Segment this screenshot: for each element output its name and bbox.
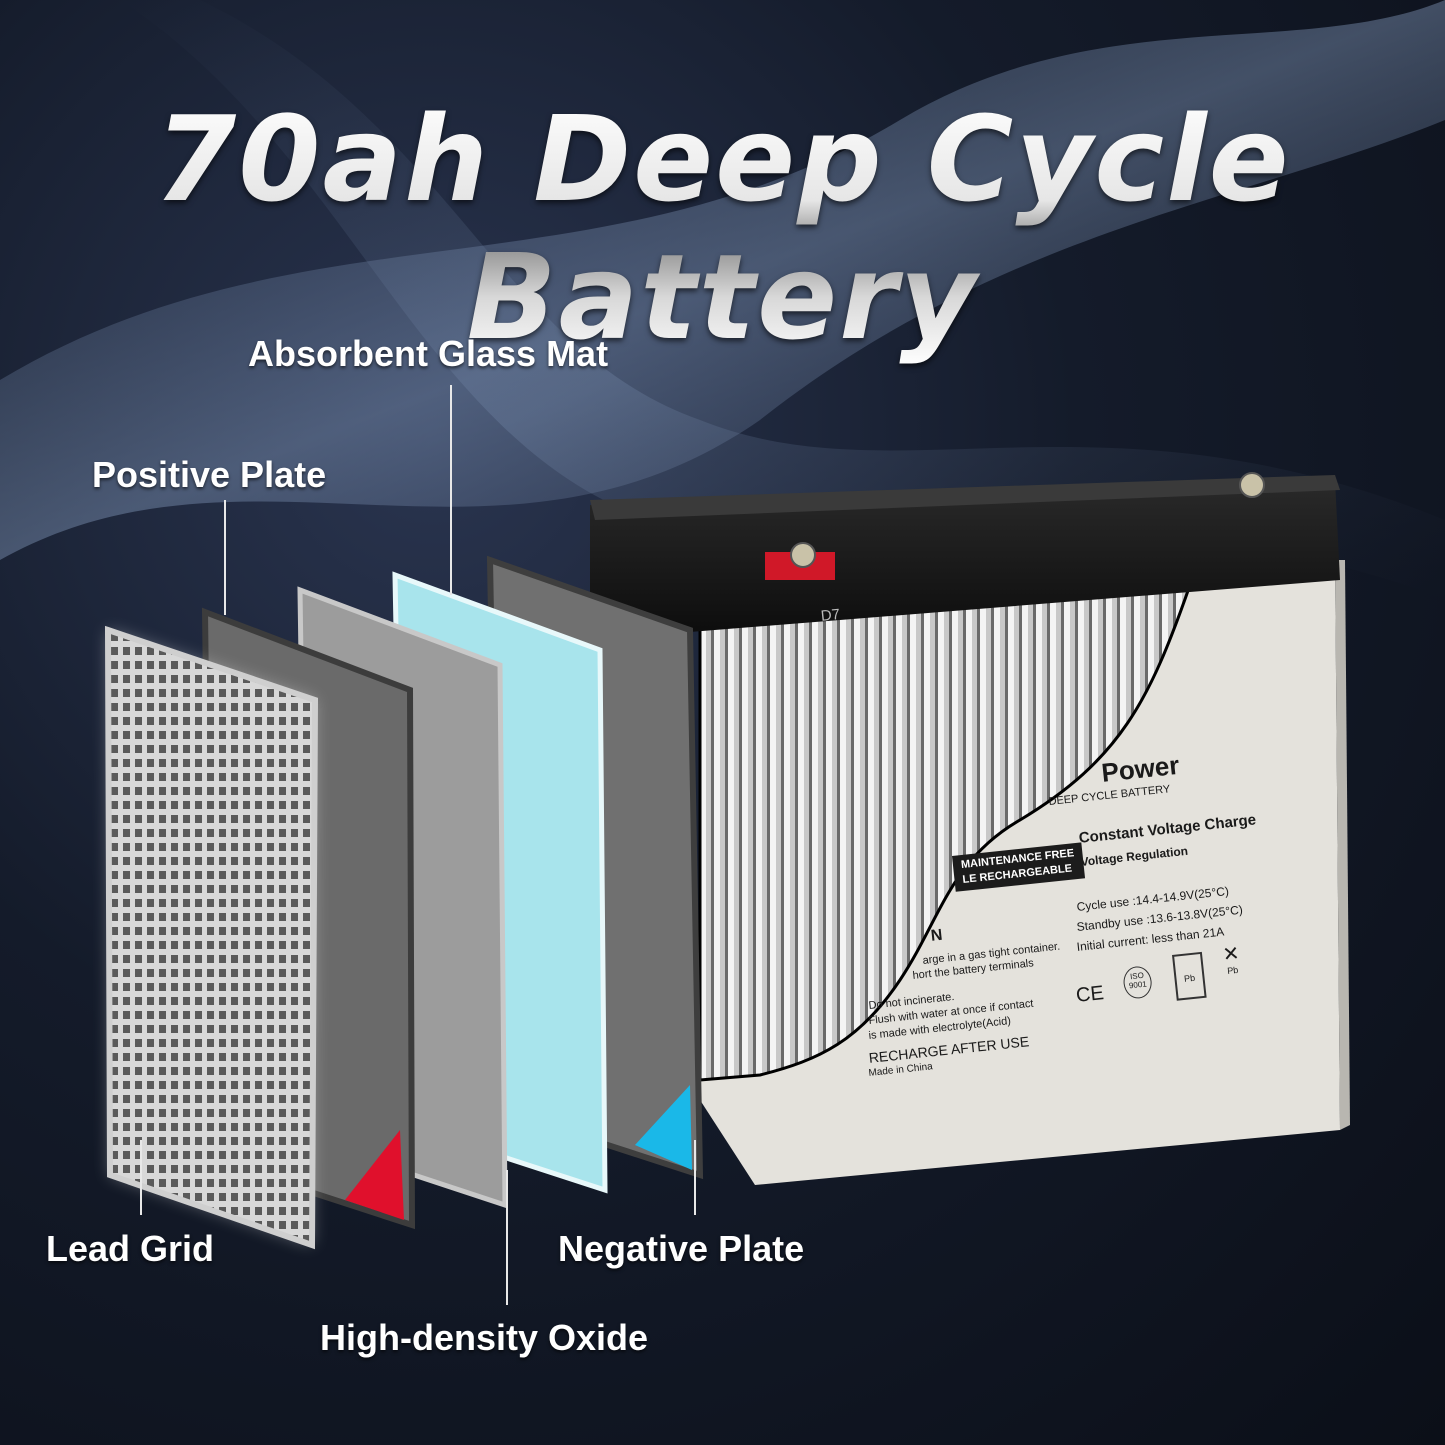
red-marker [345,1130,404,1220]
recycle-icon: Pb [1172,951,1207,1001]
label-absorbent-glass-mat: Absorbent Glass Mat [248,333,609,374]
label-high-density-oxide: High-density Oxide [320,1317,649,1358]
lid-code: D7 [820,605,841,625]
leader-line-lead-grid [140,1140,142,1215]
recycle-pb: Pb [1183,972,1196,984]
leader-line-oxide [506,1170,508,1305]
weee-bin-icon: ✕Pb [1221,942,1241,976]
leader-line-positive [224,500,226,615]
weee-pb: Pb [1226,964,1239,976]
negative-terminal [1239,472,1265,498]
label-positive-plate: Positive Plate [92,454,327,495]
ce-mark: CE [1075,982,1105,1007]
page-title: 70ah Deep Cycle Battery [0,90,1445,366]
positive-terminal [790,542,816,568]
leader-line-glass-mat [450,385,452,595]
cyan-marker [635,1085,692,1170]
label-lead-grid: Lead Grid [46,1228,215,1269]
leader-line-negative [694,1140,696,1215]
plate-lead-grid [104,625,319,1250]
label-negative-plate: Negative Plate [558,1228,805,1269]
warning-heading: N [930,926,944,945]
